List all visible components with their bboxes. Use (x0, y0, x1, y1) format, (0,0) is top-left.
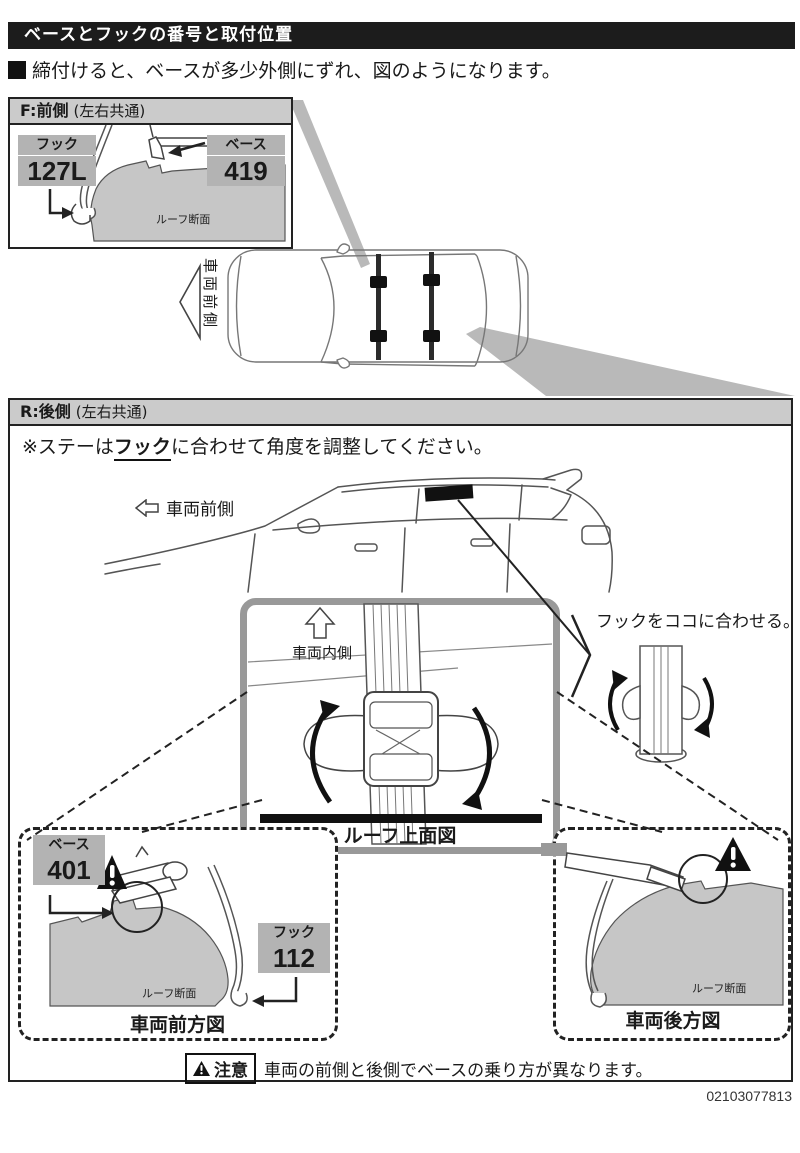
rear-detail-caption: 車両後方図 (625, 1010, 721, 1032)
intro-line: 締付けると、ベースが多少外側にずれ、図のようになります。 (8, 56, 788, 83)
caution-text: 車両の前側と後側でベースの乗り方が異なります。 (264, 1061, 653, 1081)
rear-section-header: R:後側(左右共通) (10, 400, 791, 426)
top-view-front-label-group: 車両前側 (178, 256, 224, 348)
stay-adjust-note: ※ステーはフックに合わせて角度を調整してください。 (22, 432, 493, 461)
detail-hook-label-chip: フック (258, 923, 330, 943)
front-hook-number-chip: 127L (18, 156, 96, 186)
note-prefix: ※ステーは (22, 436, 114, 458)
front-hook-label-chip: フック (18, 135, 96, 155)
front-roof-section-label: ルーフ断面 (156, 213, 211, 226)
rear-detail-roof-section-label: ルーフ断面 (692, 982, 747, 995)
detail-base-number-chip: 401 (33, 855, 105, 885)
front-detail-roof-section-label: ルーフ断面 (142, 987, 197, 1000)
front-base-label-chip: ベース (207, 135, 285, 155)
warning-triangle-icon (193, 1061, 210, 1076)
left-arrow-icon (135, 498, 159, 517)
hook-position-marker (424, 484, 474, 502)
hook-callout-text: フックをココに合わせる。 (596, 612, 800, 632)
side-view-front-label-group: 車両前側 (135, 495, 234, 520)
front-section-box: F:前側(左右共通) フック 127L ベース 419 ルーフ断面 (8, 97, 293, 249)
left-arrow-icon (179, 262, 201, 342)
front-base-number-chip: 419 (207, 156, 285, 186)
car-top-view-drawing (227, 243, 529, 369)
rear-section-box: R:後側(左右共通) ※ステーはフックに合わせて角度を調整してください。 (8, 398, 800, 1084)
detail-base-label-chip: ベース (33, 835, 105, 855)
rear-section-heading: R:後側 (20, 402, 71, 421)
roof-top-view-caption: ルーフ上面図 (343, 825, 457, 847)
top-view-front-label: 車両前側 (201, 258, 219, 331)
section-bullet-icon (8, 60, 26, 79)
intro-text: 締付けると、ベースが多少外側にずれ、図のようになります。 (32, 60, 561, 82)
note-suffix: に合わせて角度を調整してください。 (170, 436, 493, 458)
page-title: ベースとフックの番号と取付位置 (8, 22, 795, 49)
rear-section-heading-note: (左右共通) (75, 403, 148, 421)
front-detail-caption: 車両前方図 (129, 1014, 225, 1036)
front-section-heading-note: (左右共通) (73, 102, 146, 120)
roof-top-view-panel (240, 598, 560, 854)
part-code: 02103077813 (706, 1088, 792, 1104)
note-emphasis: フック (113, 436, 171, 461)
caution-label: 注意 (214, 1061, 248, 1081)
detail-hook-number-chip: 112 (258, 943, 330, 973)
caution-note: 注意 車両の前側と後側でベースの乗り方が異なります。 (185, 1053, 652, 1084)
caution-tag: 注意 (185, 1053, 256, 1084)
roof-inner-label: 車両内側 (291, 644, 352, 662)
side-view-front-label: 車両前側 (166, 500, 234, 520)
front-section-heading: F:前側 (20, 101, 69, 120)
front-section-header: F:前側(左右共通) (10, 99, 291, 125)
